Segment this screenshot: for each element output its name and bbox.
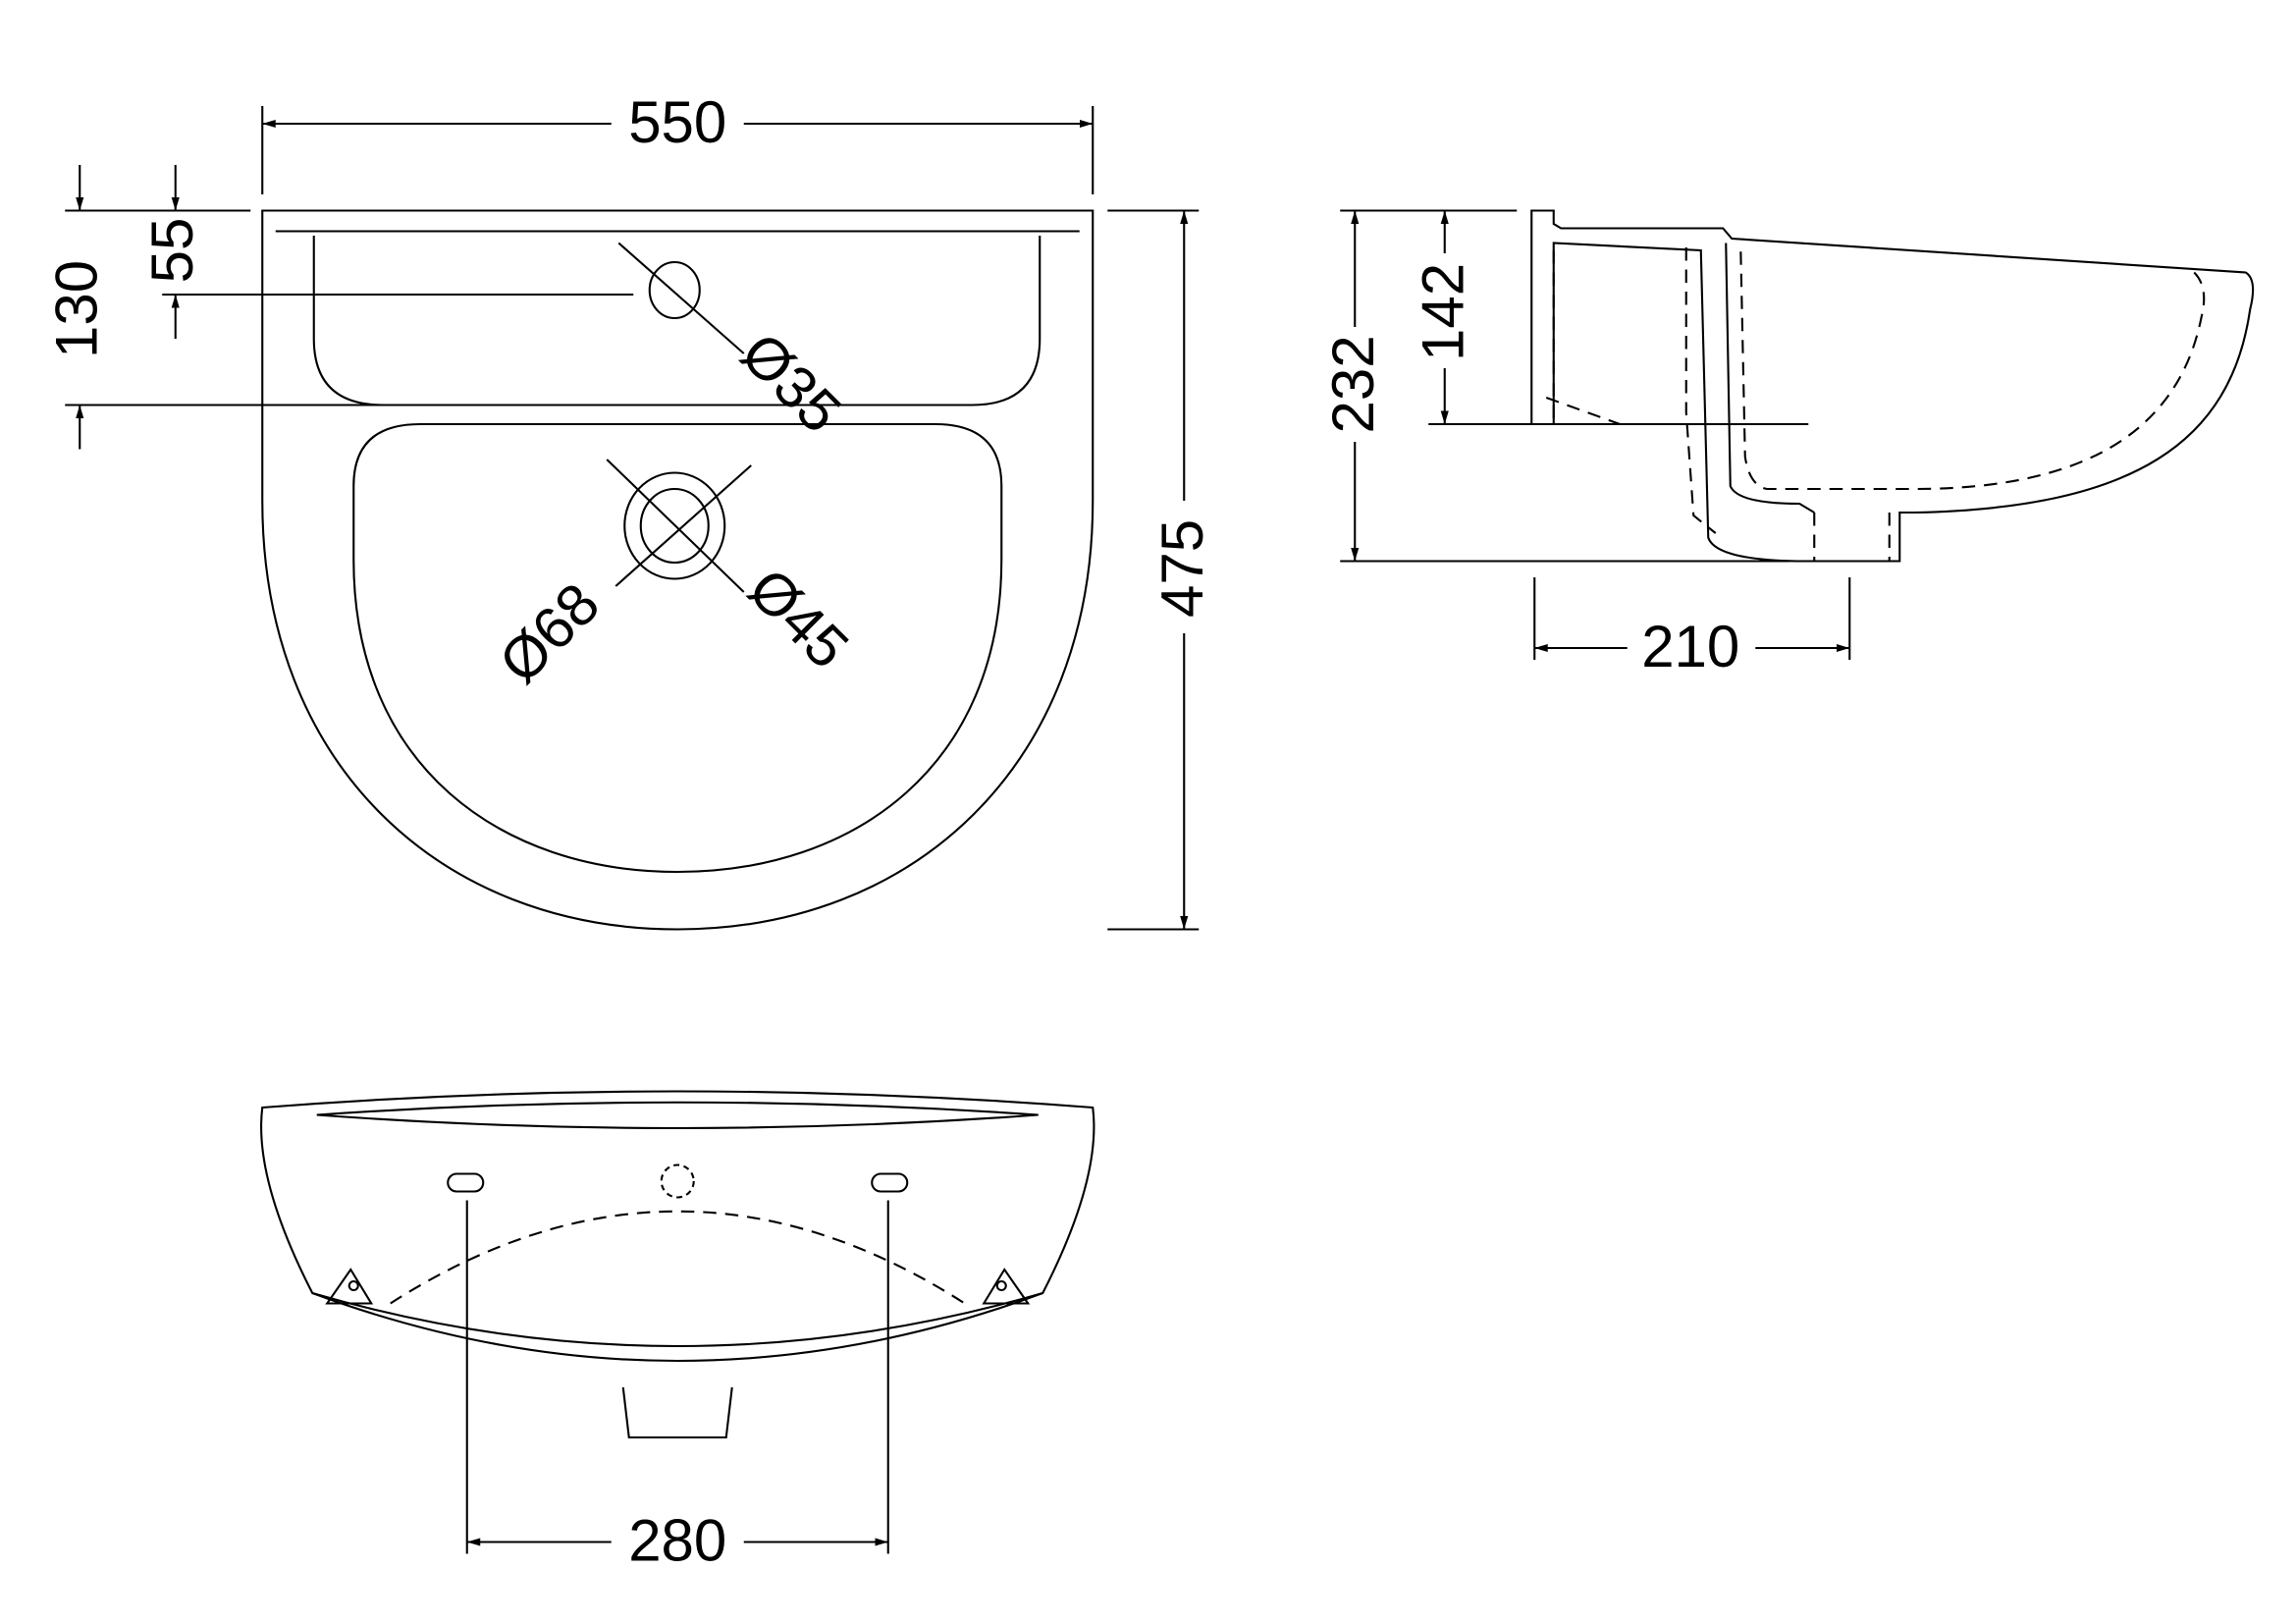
fixing-hole-left xyxy=(447,1172,485,1193)
bracket-right xyxy=(982,1268,1031,1305)
waste-outer xyxy=(623,471,726,580)
fixing-hole-right xyxy=(871,1172,909,1193)
basin-outline xyxy=(261,209,1095,931)
wall-bracket xyxy=(1530,209,2255,563)
tap-hole-hidden xyxy=(660,1163,695,1199)
width-dimension: 550 xyxy=(628,89,726,155)
tap-deck xyxy=(312,236,1041,406)
tap-hole xyxy=(648,260,701,320)
tap-offset-dimension: 130 xyxy=(44,260,110,358)
waste-inner-diameter: Ø45 xyxy=(736,556,862,681)
tap-hole-dimension: 55 xyxy=(139,218,205,284)
bowl-hidden-line xyxy=(390,1210,966,1305)
side-view: 232 142 210 xyxy=(1320,209,2255,679)
bowl-height-dimension: 142 xyxy=(1411,263,1476,361)
inner-profile xyxy=(1739,246,2206,491)
projection-dimension: 210 xyxy=(1641,614,1739,679)
tap-hole-diameter: Ø35 xyxy=(728,320,854,446)
waste-outer-diameter: Ø68 xyxy=(487,570,613,696)
depth-dimension: 475 xyxy=(1149,519,1215,618)
fixing-centres-dimension: 280 xyxy=(628,1507,726,1573)
front-view: 280 xyxy=(260,1090,1095,1573)
bowl-outline xyxy=(352,422,1003,874)
front-outline xyxy=(260,1090,1095,1363)
bracket-left xyxy=(325,1268,374,1305)
waste-outlet xyxy=(621,1386,733,1439)
height-dimension: 232 xyxy=(1320,335,1386,433)
top-view: 550 130 55 Ø35 Ø68 Ø45 475 xyxy=(44,89,1215,931)
waste-inner xyxy=(639,487,710,565)
